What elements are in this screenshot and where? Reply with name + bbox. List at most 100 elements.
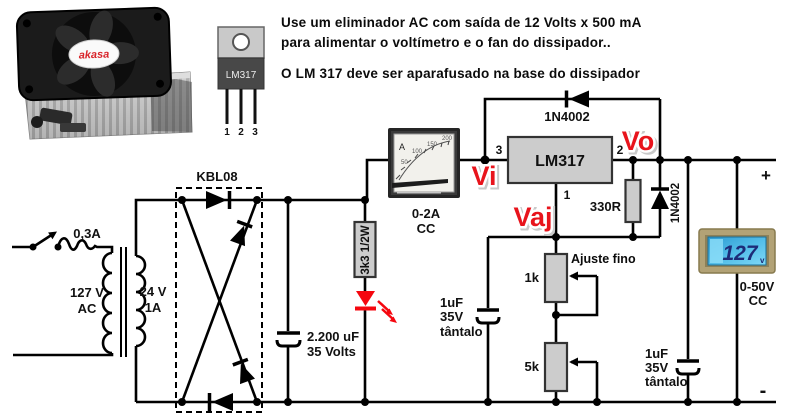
retention-clip — [39, 107, 73, 126]
junction-dot — [684, 398, 692, 406]
adj-capacitor: 1uF 35V tântalo — [440, 295, 501, 339]
junction-dot — [178, 196, 186, 204]
junction-dot — [552, 398, 560, 406]
feedback-diode: 1N4002 — [544, 90, 590, 124]
led-indicator: 3k3 1/2W — [353, 220, 397, 323]
cap-plate-curved — [675, 367, 701, 376]
note-line-2: O LM 317 deve ser aparafusado na base do… — [281, 66, 641, 82]
wire-feedback-rail — [483, 97, 660, 160]
ammeter-fineprint — [397, 192, 441, 194]
lm317-label: LM317 — [535, 153, 585, 170]
pin-2-label: 2 — [617, 143, 624, 157]
fuse-label: 0,3A — [73, 226, 101, 241]
out-cap-value: 1uF — [645, 346, 668, 361]
pot-1k-wiper-arrow — [569, 271, 578, 281]
secondary-coil — [135, 254, 147, 348]
svg-text:150: 150 — [427, 142, 438, 148]
pin-3-label: 3 — [496, 143, 503, 157]
primary-type-label: AC — [78, 301, 97, 316]
akasa-logo: akasa — [79, 49, 110, 62]
ammeter: A 50 100 150 200 0-2A CC — [388, 128, 460, 236]
filter-capacitor: 2.200 uF 35 Volts — [275, 329, 359, 359]
lm317-package: LM317 1 2 3 — [217, 26, 265, 138]
output-diode: 1N4002 — [651, 183, 682, 223]
junction-dot — [629, 156, 637, 164]
voltmeter: 127 v 0-50V CC — [698, 228, 776, 308]
switch-arm — [32, 232, 54, 249]
pot-1k-label: 1k — [525, 270, 540, 285]
fan-screw — [22, 19, 31, 28]
junction-dots — [29, 155, 741, 406]
feedback-diode-label: 1N4002 — [544, 109, 590, 124]
voltmeter-unit: v — [760, 256, 765, 265]
junction-dot — [733, 398, 741, 406]
lm317-box — [506, 135, 614, 185]
pin-number-2: 2 — [238, 127, 244, 138]
bridge-diode-bottom — [212, 393, 233, 411]
led-arrowhead — [385, 308, 393, 315]
plus-terminal: + — [761, 166, 771, 185]
vaj-label: Vaj — [513, 202, 552, 232]
junction-dot — [178, 398, 186, 406]
mounting-hole — [232, 33, 250, 51]
package-part-label: LM317 — [226, 70, 257, 81]
svg-text:200: 200 — [442, 136, 453, 142]
led-light-arrows — [377, 300, 395, 321]
ammeter-scale-numbers: 50 100 150 200 — [401, 136, 453, 166]
junction-dot — [253, 196, 261, 204]
junction-dot — [552, 233, 560, 241]
fan-frame: akasa — [15, 6, 172, 102]
vo-label: Vo — [622, 126, 655, 156]
junction-dot — [593, 398, 601, 406]
junction-dot — [361, 196, 369, 204]
fan-screw — [25, 85, 34, 94]
wire-ac-in-bottom — [13, 353, 114, 357]
resistor-330r-body — [624, 178, 642, 224]
junction-dot — [361, 398, 369, 406]
ammeter-mode: CC — [417, 221, 436, 236]
fan-screw — [156, 79, 165, 88]
lcd-glare — [710, 239, 723, 263]
out-cap-type: tântalo — [645, 374, 688, 389]
junction-dot — [484, 398, 492, 406]
pot-5k-wiper-arrow — [569, 357, 578, 367]
junction-dot — [684, 156, 692, 164]
ammeter-range: 0-2A — [412, 206, 441, 221]
note-line-1: Use um eliminador AC com saída de 12 Vol… — [281, 15, 642, 50]
bridge-diode-diag-b — [232, 357, 255, 385]
ammeter-scale-arc — [398, 140, 451, 181]
pot-5k-body — [543, 341, 569, 393]
pot-5k-label: 5k — [525, 359, 540, 374]
junction-dot — [284, 398, 292, 406]
minus-terminal: - — [760, 380, 767, 402]
junction-dot — [54, 243, 62, 251]
fine-adjust-label: Ajuste fino — [571, 252, 636, 266]
wire-dc-plus-rail — [182, 158, 389, 202]
ammeter-ticks — [395, 140, 450, 180]
wire-5k-wiper — [571, 360, 599, 402]
led-arrowhead — [389, 316, 397, 323]
voltmeter-reading: 127 — [722, 242, 758, 265]
package-body — [217, 57, 265, 90]
clip-arm — [60, 123, 86, 132]
primary-voltage-label: 127 V — [70, 285, 104, 300]
instruction-notes: Use um eliminador AC com saída de 12 Vol… — [281, 13, 786, 96]
adj-cap-voltage: 35V — [440, 309, 463, 324]
svg-text:50: 50 — [401, 160, 408, 166]
svg-text:100: 100 — [412, 149, 423, 155]
secondary-voltage-label: 24 V — [140, 284, 167, 299]
cap-plate-curved — [275, 339, 302, 348]
resistor-330r-label: 330R — [590, 199, 622, 214]
resistor-330r: 330R — [590, 178, 642, 224]
junction-dot — [480, 155, 490, 165]
fuse-symbol — [56, 237, 114, 253]
junction-dot — [733, 156, 741, 164]
secondary-current-label: 1A — [145, 300, 162, 315]
junction-dot — [253, 398, 261, 406]
junction-dot — [29, 243, 37, 251]
voltmeter-mode: CC — [749, 293, 768, 308]
filter-cap-value: 2.200 uF — [307, 329, 359, 344]
primary-coil — [101, 251, 113, 355]
filter-cap-voltage: 35 Volts — [307, 344, 356, 359]
